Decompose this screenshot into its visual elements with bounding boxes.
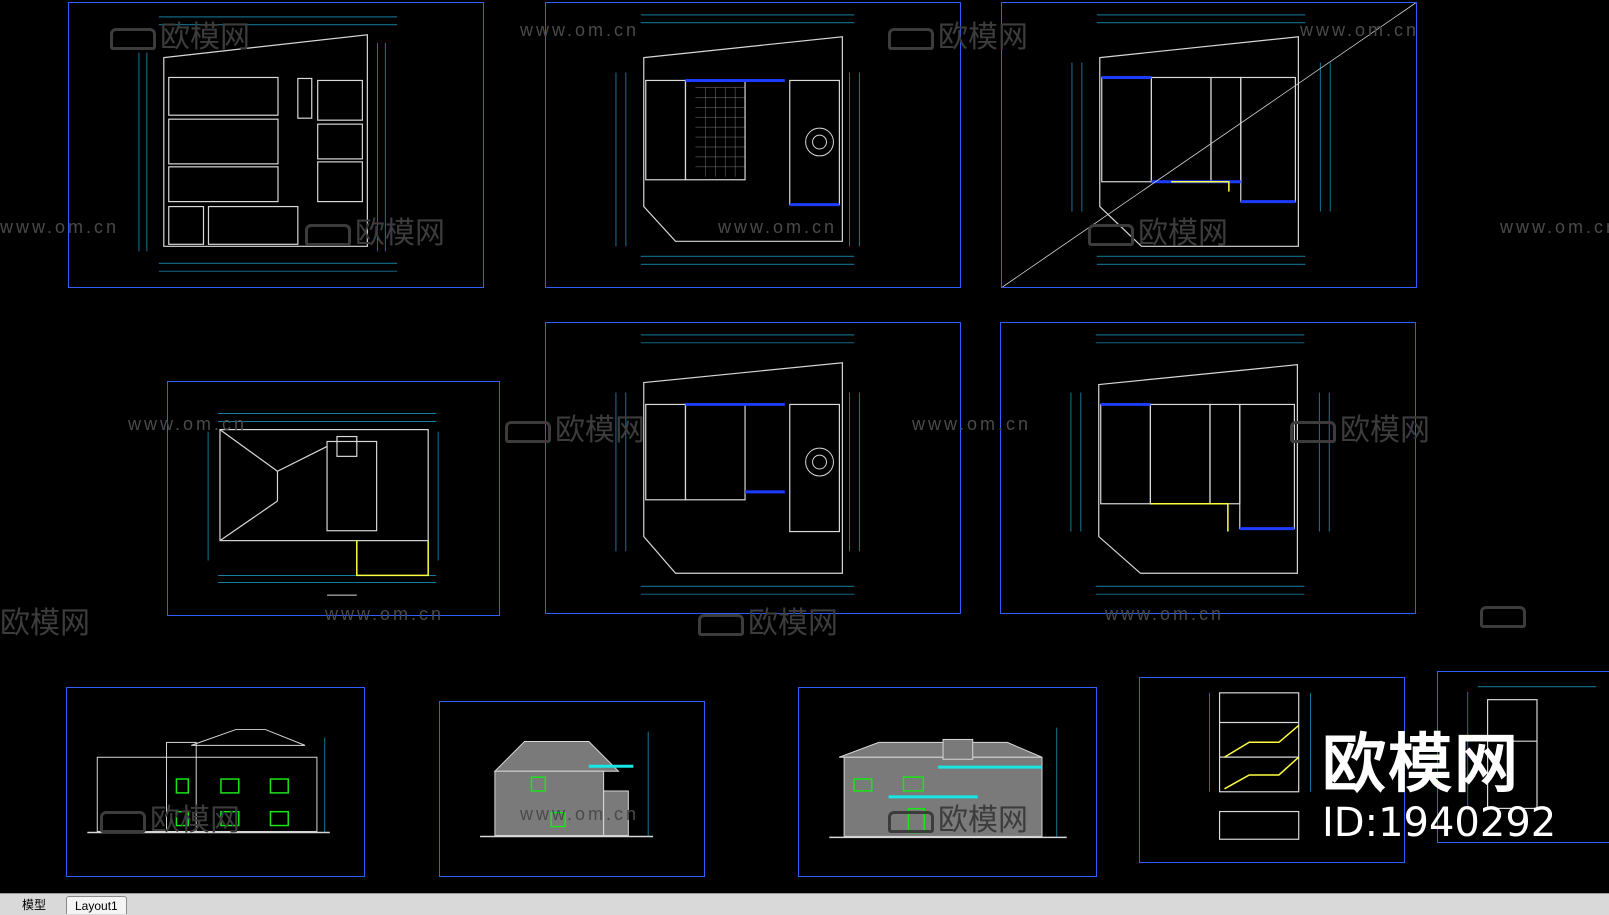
drawing-canvas[interactable]: 欧模网 www.om.cn 欧模网 www.om.cn www.om.cn 欧模… [0,0,1609,893]
basement-plan-drawing [138,16,398,272]
first-floor-plan-drawing [615,14,860,265]
watermark-logo: 欧模网 [305,208,445,252]
watermark-logo: 欧模网 [888,795,1028,839]
tab-model[interactable]: 模型 [22,898,47,912]
sofa-logo-icon [1480,605,1526,628]
watermark-logo: 欧模网 [698,598,838,642]
watermark-logo: 欧模网 [1088,208,1228,252]
second-floor-plan-drawing [1002,3,1416,287]
watermark-logo: 欧模网 [0,606,90,641]
watermark-logo: 欧模网 [100,795,240,839]
first-floor-plan-sheet[interactable] [545,2,961,288]
sofa-logo-icon [888,810,934,833]
south-elevation-drawing [87,729,330,834]
brand-watermark: 欧模网 ID:1940292 [1322,730,1556,846]
watermark-url: www.om.cn [325,604,445,624]
watermark-url: www.om.cn [520,804,640,824]
roof-plan-drawing [207,413,439,596]
sofa-logo-icon [888,27,934,50]
watermark-url: www.om.cn [1300,20,1420,40]
watermark-url: www.om.cn [520,20,640,40]
sofa-logo-icon [698,613,744,636]
second-floor-plan-sheet[interactable] [1001,2,1417,288]
south-elevation-sheet[interactable] [66,687,365,877]
east-elevation-sheet[interactable] [439,701,705,877]
sofa-logo-icon [505,420,551,443]
second-floor-plan-alt-sheet[interactable] [1000,322,1416,614]
basement-plan-sheet[interactable] [68,2,484,288]
partial-sheet-right[interactable] [1437,671,1609,843]
section-sheet[interactable] [1139,677,1405,863]
tab-layout1[interactable]: Layout1 [66,896,127,914]
brand-name: 欧模网 [1322,728,1520,802]
watermark-url: www.om.cn [128,414,248,434]
north-elevation-drawing [829,727,1067,839]
watermark-logo: 欧模网 [888,12,1028,56]
watermark-logo: 欧模网 [505,405,645,449]
first-floor-plan-alt-sheet[interactable] [545,322,961,614]
partial-drawing-right [1467,686,1597,811]
section-drawing [1209,692,1311,840]
sofa-logo-icon [1290,420,1336,443]
watermark-logo: 欧模网 [1290,405,1430,449]
watermark-logo [1480,598,1530,633]
second-floor-plan-alt-drawing [1070,334,1330,595]
watermark-url: www.om.cn [1500,217,1609,237]
sofa-logo-icon [1088,223,1134,246]
watermark-url: www.om.cn [912,414,1032,434]
sofa-logo-icon [100,810,146,833]
watermark-url: www.om.cn [718,217,838,237]
watermark-logo: 欧模网 [110,12,250,56]
first-floor-plan-alt-drawing [615,334,860,595]
watermark-url: www.om.cn [0,217,120,237]
east-elevation-drawing [480,731,654,838]
brand-id: ID:1940292 [1322,800,1557,846]
layout-tab-bar: 模型 Layout1 [0,893,1609,915]
north-elevation-sheet[interactable] [798,687,1097,877]
sofa-logo-icon [110,27,156,50]
roof-plan-sheet[interactable] [167,381,500,616]
sofa-logo-icon [305,223,351,246]
watermark-url: www.om.cn [1105,604,1225,624]
